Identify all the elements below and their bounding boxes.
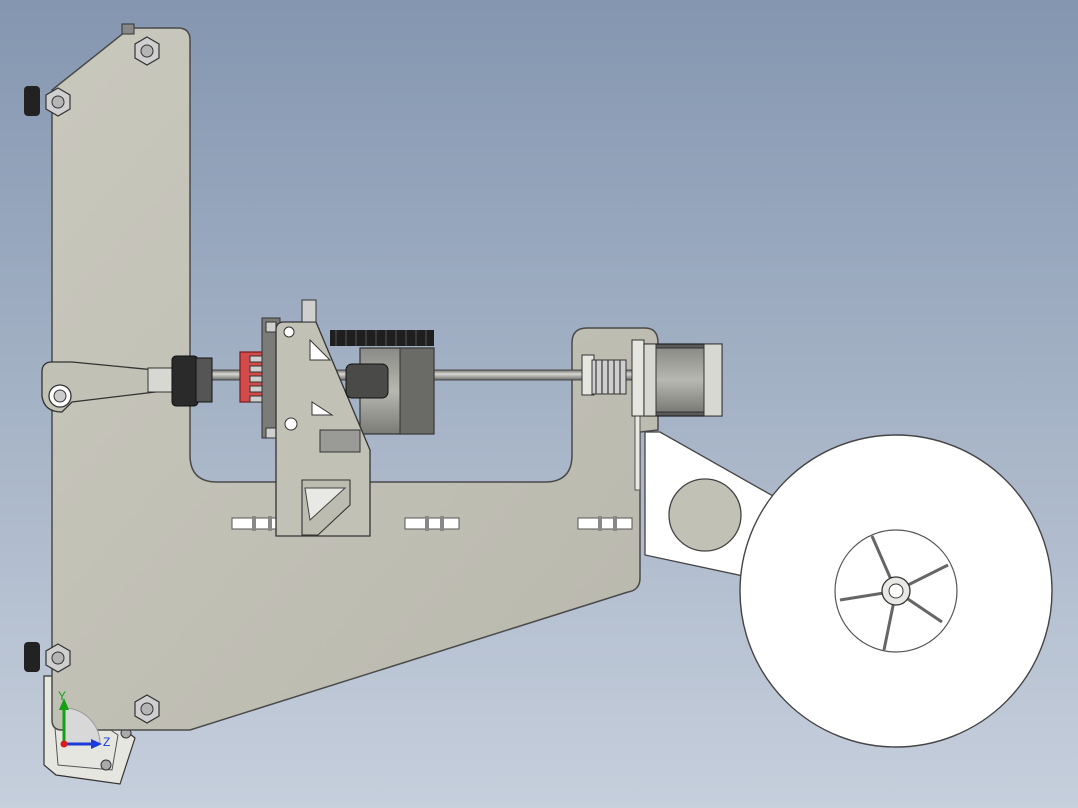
coordinate-triad-icon: Y Z: [58, 689, 110, 749]
frame-plate[interactable]: [51, 27, 659, 731]
bolt-top: [121, 23, 160, 66]
bolt-bottom: [134, 694, 160, 724]
triad-y-label: Y: [58, 689, 66, 703]
stepper-motor[interactable]: [631, 339, 723, 417]
triad-z-label: Z: [103, 735, 110, 749]
rod-clamp-left: [41, 361, 156, 413]
spool-disc[interactable]: [739, 434, 1053, 748]
extruder-assembly[interactable]: [239, 317, 281, 439]
bolt-left-lower: [24, 642, 71, 673]
carriage-bracket[interactable]: [275, 299, 389, 537]
coupler-right: [581, 354, 627, 396]
bolt-left-upper: [24, 86, 71, 117]
slot-cutouts: [231, 516, 633, 531]
coupler-left: [147, 355, 213, 407]
extruder-motor: [330, 330, 435, 435]
